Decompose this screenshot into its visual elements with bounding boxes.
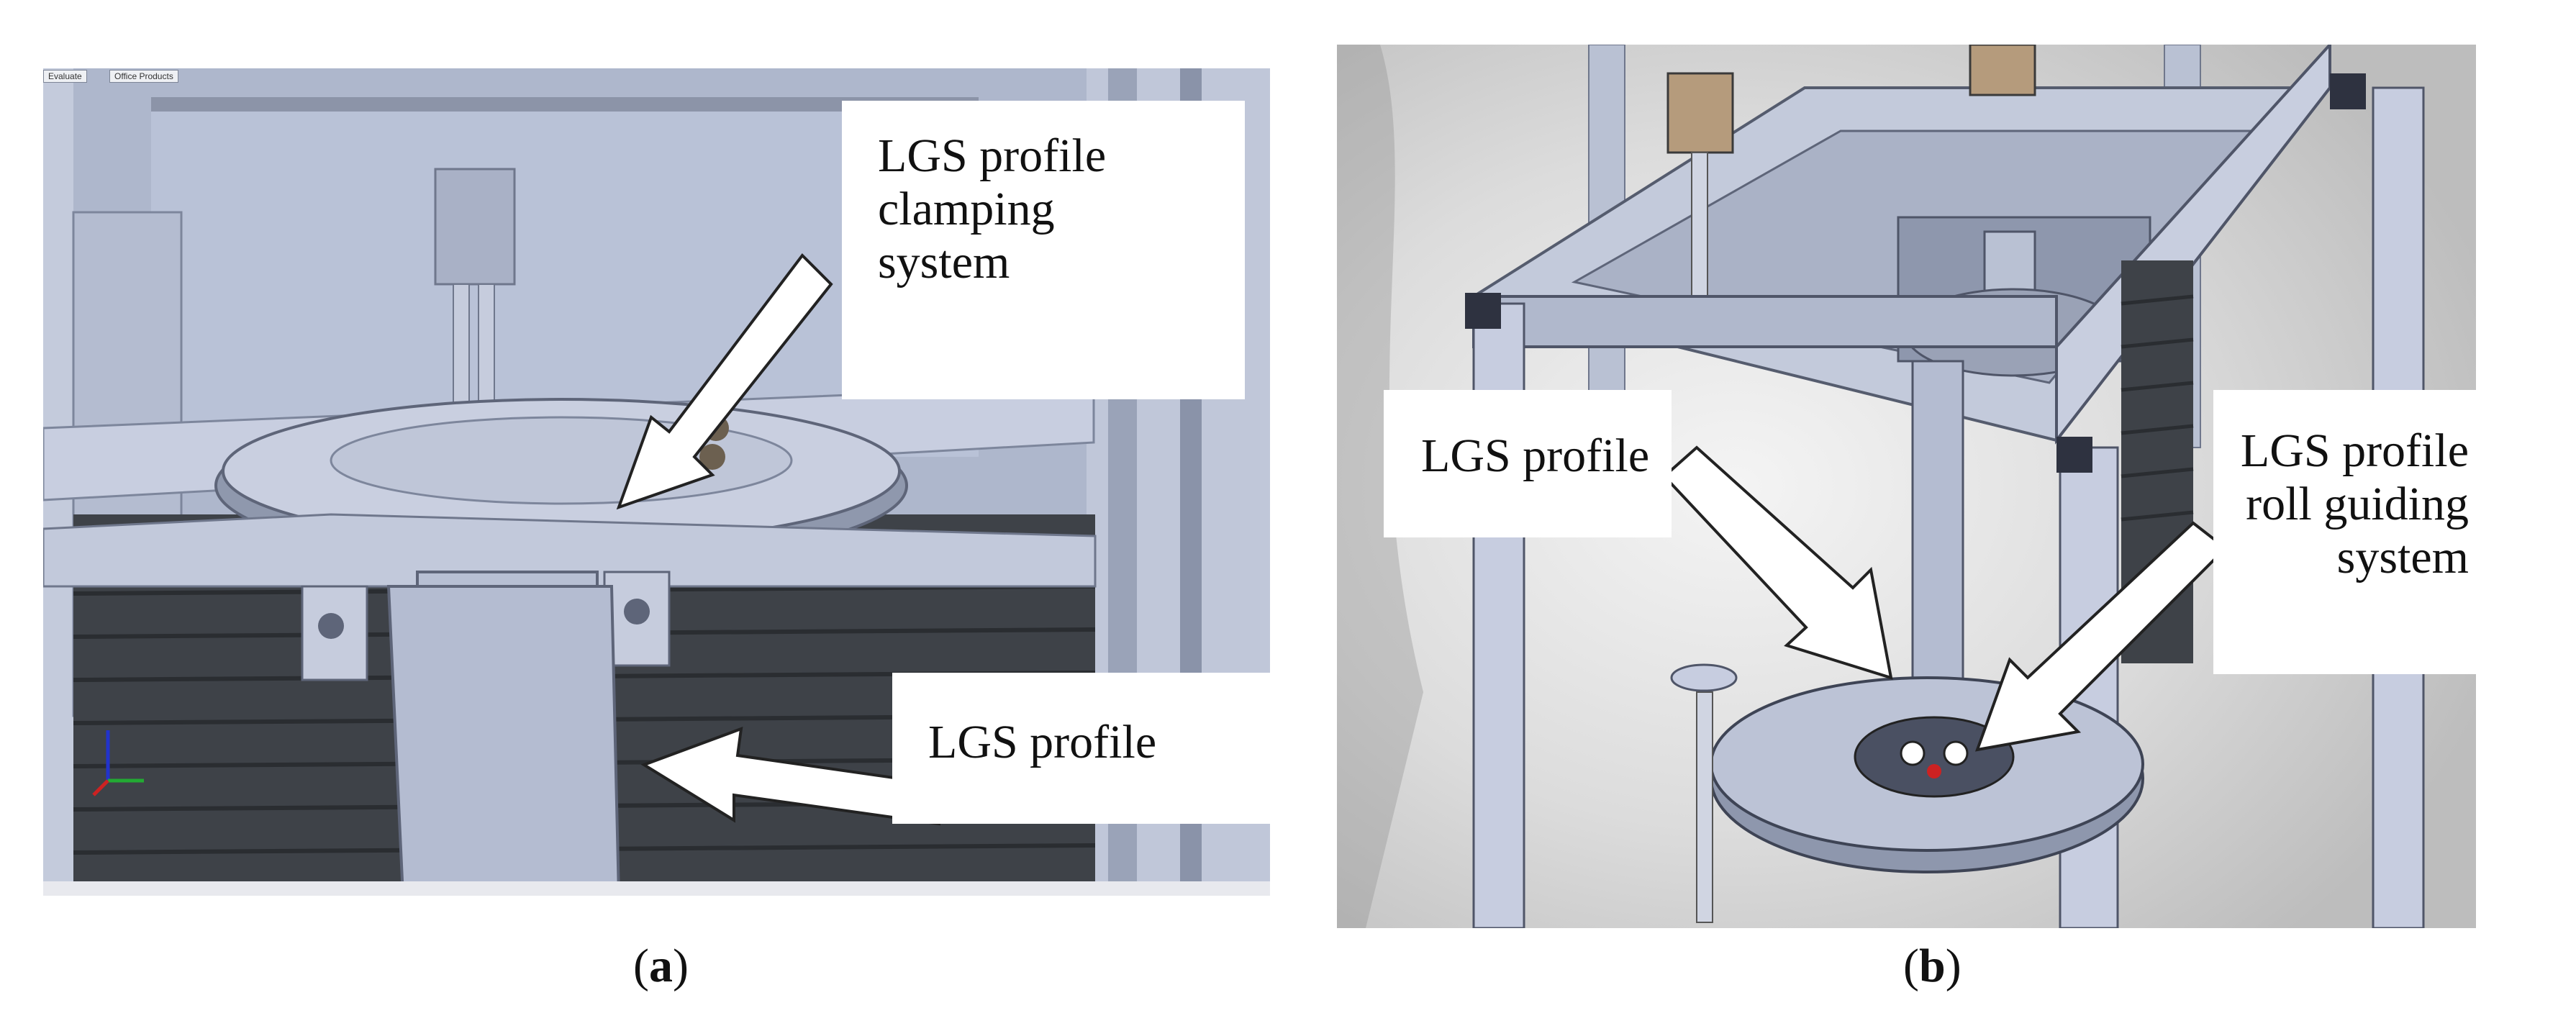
caption-a-letter: a (648, 940, 673, 992)
callout-clamping-system: LGS profile clamping system (842, 101, 1245, 399)
caption-a: (a) (633, 939, 689, 994)
callout-roll-line2: roll guiding (2246, 477, 2469, 530)
callout-profile-a-text: LGS profile (928, 716, 1157, 768)
cad-view-clamping-system: Evaluate Office Products LGS profile cla… (43, 68, 1270, 896)
arrow-profile-b (1662, 445, 1893, 680)
arrow-roll-guiding (1974, 521, 2228, 752)
callout-clamping-line3: system (878, 235, 1010, 289)
callout-roll-guiding-system: LGS profile roll guiding system (2213, 390, 2476, 674)
cad-view-roll-guiding-system: LGS profile LGS profile roll guiding sys… (1337, 45, 2476, 928)
caption-b-letter: b (1918, 940, 1946, 992)
callout-clamping-line1: LGS profile (878, 130, 1107, 182)
caption-b-open: ( (1903, 940, 1919, 992)
caption-a-close: ) (672, 940, 689, 992)
caption-a-open: ( (633, 940, 649, 992)
toolbar-tab-office-products[interactable]: Office Products (109, 70, 178, 83)
callout-roll-line1: LGS profile (2240, 424, 2469, 477)
callout-lgs-profile-a: LGS profile (892, 673, 1270, 824)
arrow-clamping (616, 253, 833, 510)
callout-profile-b-text: LGS profile (1421, 430, 1650, 482)
callout-clamping-line2: clamping (878, 182, 1055, 235)
callout-lgs-profile-b: LGS profile (1384, 390, 1672, 537)
toolbar-tab-evaluate[interactable]: Evaluate (43, 70, 87, 83)
callout-roll-line3: system (2336, 530, 2469, 583)
caption-b-close: ) (1945, 940, 1962, 992)
caption-b: (b) (1903, 939, 1962, 994)
